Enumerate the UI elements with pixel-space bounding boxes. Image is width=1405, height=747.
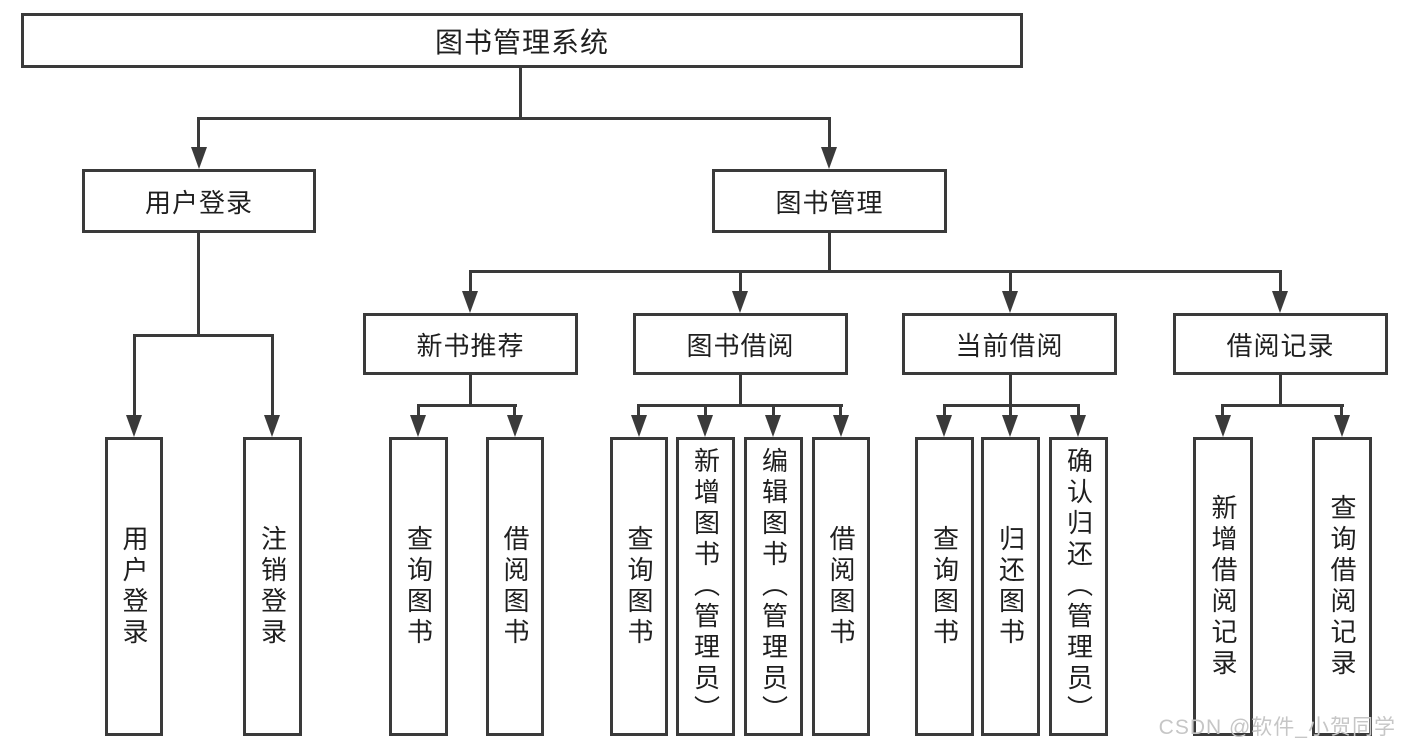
leaf-query-books-borrow: 查询图书 [610,437,668,736]
connector [133,334,136,418]
leaf-return-book: 归还图书 [981,437,1040,736]
arrow-down-icon [1272,291,1288,313]
leaf-label: 查询图书 [403,524,434,649]
csdn-watermark: CSDN @软件_小贺同学 [1158,716,1396,739]
node-library-system: 图书管理系统 [21,13,1023,68]
leaf-query-books-recommend: 查询图书 [389,437,448,736]
leaf-query-borrow-record: 查询借阅记录 [1312,437,1372,736]
connector [1009,404,1012,417]
connector [704,404,707,417]
arrow-down-icon [631,415,647,437]
leaf-query-books-current: 查询图书 [915,437,974,736]
connector [637,404,843,407]
arrow-down-icon [936,415,952,437]
leaf-label: 确认归还（管理员） [1063,447,1094,726]
arrow-down-icon [264,415,280,437]
leaf-add-borrow-record: 新增借阅记录 [1193,437,1253,736]
arrow-down-icon [410,415,426,437]
connector [772,404,775,417]
leaf-label: 查询图书 [624,524,654,649]
connector [1077,404,1080,417]
node-label: 图书借阅 [686,330,795,361]
leaf-borrow-books-recommend: 借阅图书 [486,437,544,736]
node-current-borrow: 当前借阅 [902,313,1117,375]
connector [417,404,517,407]
leaf-label: 用户登录 [119,524,149,649]
node-new-book-recommend: 新书推荐 [363,313,578,375]
leaf-label: 编辑图书（管理员） [758,447,789,726]
arrow-down-icon [697,415,713,437]
connector [739,270,742,295]
leaf-confirm-return-admin: 确认归还（管理员） [1049,437,1108,736]
connector [197,233,200,336]
connector [519,68,522,120]
node-label: 图书管理系统 [434,26,609,58]
connector [1279,375,1282,406]
leaf-borrow-books: 借阅图书 [812,437,870,736]
arrow-down-icon [833,415,849,437]
connector [1340,404,1343,417]
leaf-label: 查询借阅记录 [1327,493,1357,680]
connector [1279,270,1282,295]
arrow-down-icon [1070,415,1086,437]
arrow-down-icon [126,415,142,437]
node-user-login: 用户登录 [82,169,316,233]
leaf-user-login: 用户登录 [105,437,163,736]
connector [637,404,640,417]
connector [739,375,742,406]
arrow-down-icon [507,415,523,437]
connector [271,334,274,418]
node-book-management: 图书管理 [712,169,947,233]
leaf-label: 归还图书 [995,524,1026,649]
node-label: 新书推荐 [416,330,525,361]
arrow-down-icon [821,147,837,169]
leaf-label: 新增借阅记录 [1208,493,1238,680]
arrow-down-icon [1002,415,1018,437]
connector [1221,404,1344,407]
node-borrow-records: 借阅记录 [1173,313,1388,375]
connector [417,404,420,417]
arrow-down-icon [1002,291,1018,313]
leaf-label: 注销登录 [257,524,288,649]
connector [1009,375,1012,406]
arrow-down-icon [765,415,781,437]
node-label: 当前借阅 [955,330,1064,361]
connector [943,404,946,417]
connector [469,270,1282,273]
arrow-down-icon [191,147,207,169]
leaf-label: 查询图书 [929,524,960,649]
node-book-borrow: 图书借阅 [633,313,848,375]
connector [828,117,831,150]
node-label: 借阅记录 [1226,330,1335,361]
arrow-down-icon [462,291,478,313]
connector [839,404,842,417]
connector [197,117,200,150]
connector [1221,404,1224,417]
node-label: 图书管理 [775,187,884,218]
arrow-down-icon [1334,415,1350,437]
leaf-label: 借阅图书 [500,524,530,649]
node-label: 用户登录 [144,187,253,218]
connector [1009,270,1012,295]
arrow-down-icon [732,291,748,313]
connector [469,375,472,406]
connector [133,334,274,337]
connector [197,117,831,120]
leaf-label: 新增图书（管理员） [690,447,721,726]
leaf-label: 借阅图书 [826,524,856,649]
connector [513,404,516,417]
leaf-logout: 注销登录 [243,437,302,736]
connector [469,270,472,295]
connector [828,233,831,273]
arrow-down-icon [1215,415,1231,437]
leaf-edit-book-admin: 编辑图书（管理员） [744,437,803,736]
leaf-add-book-admin: 新增图书（管理员） [676,437,735,736]
